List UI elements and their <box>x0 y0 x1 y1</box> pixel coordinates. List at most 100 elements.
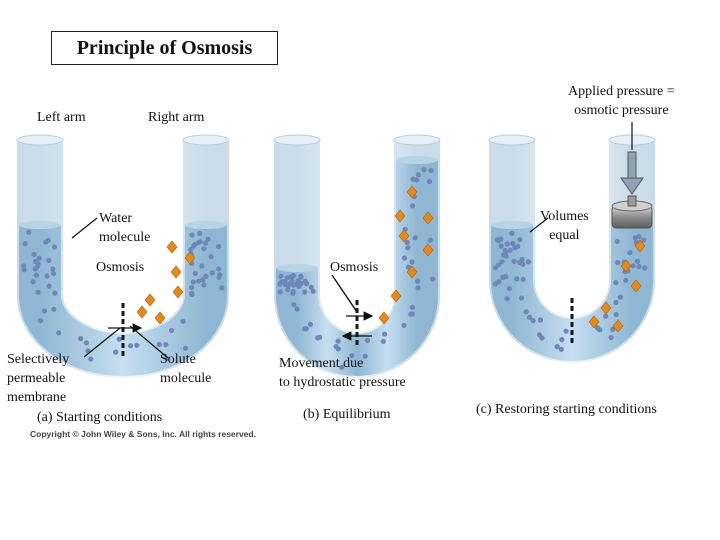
caption-b: (b) Equilibrium <box>303 407 391 422</box>
water-molecule <box>421 167 427 173</box>
water-molecule <box>192 270 198 276</box>
solute-molecule <box>144 293 156 307</box>
tube-c <box>488 134 656 363</box>
water-molecule <box>56 330 62 336</box>
water-molecule <box>499 259 505 265</box>
water-molecule <box>189 232 195 238</box>
water-molecule <box>520 261 526 267</box>
water-molecule <box>304 281 310 287</box>
water-molecule <box>509 230 515 236</box>
water-molecule <box>201 282 207 288</box>
solute-molecule <box>630 279 642 293</box>
water-molecule <box>52 290 58 296</box>
water-molecule <box>200 277 206 283</box>
water-molecule <box>36 255 42 261</box>
solute-molecule <box>378 311 390 325</box>
water-molecule <box>182 345 189 351</box>
water-molecule <box>608 335 614 341</box>
water-molecule <box>208 254 214 260</box>
leader-lines <box>71 122 633 359</box>
water-molecule <box>83 340 89 346</box>
solute-molecule <box>588 315 600 329</box>
water-molecule <box>426 179 432 185</box>
tube-c-left-opening <box>488 134 536 146</box>
water-molecule <box>617 294 623 300</box>
caption-c: (c) Restoring starting conditions <box>476 402 657 417</box>
water-molecule <box>21 267 27 273</box>
water-molecule <box>510 240 516 247</box>
water-molecule <box>286 282 292 288</box>
caption-a: (a) Starting conditions <box>37 410 163 425</box>
water-molecule <box>523 309 529 315</box>
tube-a-left-opening <box>16 134 64 146</box>
water-molecule <box>316 334 323 340</box>
water-molecule <box>526 314 533 320</box>
solute-molecule <box>634 239 646 253</box>
solute-molecule <box>170 265 182 279</box>
water-molecule <box>88 356 94 362</box>
water-molecule <box>21 263 27 269</box>
water-molecule <box>192 242 198 248</box>
water-molecule <box>335 338 341 344</box>
water-molecule <box>496 262 502 268</box>
tube-a-right-meniscus <box>185 221 227 229</box>
water-molecule <box>504 241 510 247</box>
solute-molecule <box>600 301 612 315</box>
water-molecule <box>290 290 296 296</box>
water-molecule <box>380 338 386 344</box>
water-molecule <box>35 289 41 295</box>
water-molecule <box>511 258 517 264</box>
water-molecule <box>288 274 294 280</box>
solute-molecule <box>422 243 434 257</box>
leader-membrane <box>83 327 121 358</box>
water-molecule <box>209 270 215 276</box>
water-molecule <box>563 328 569 334</box>
water-molecule <box>412 235 418 241</box>
tube-b-left-meniscus <box>276 264 318 272</box>
water-molecule <box>630 263 636 269</box>
water-molecule <box>51 306 57 312</box>
water-molecule <box>410 203 416 209</box>
water-molecule <box>512 245 518 251</box>
water-molecule <box>537 332 543 338</box>
water-molecule <box>627 250 633 256</box>
solute-molecule <box>136 305 148 319</box>
solute-molecule <box>398 229 410 243</box>
solute-molecule <box>620 259 632 273</box>
water-molecule <box>554 344 560 350</box>
tube-b <box>273 134 441 378</box>
water-molecule <box>409 311 415 317</box>
water-molecule <box>415 278 421 284</box>
water-molecule <box>169 327 175 334</box>
water-molecule <box>409 304 415 310</box>
tube-b-left-opening <box>273 134 321 146</box>
solute-molecule <box>154 311 166 325</box>
water-molecule <box>623 277 629 283</box>
water-molecule <box>216 243 222 250</box>
leader-osmosis-b <box>331 274 358 313</box>
water-molecule <box>401 322 407 328</box>
label-volumes-equal: Volumes equal <box>540 209 589 243</box>
solute-molecule <box>406 185 418 199</box>
water-molecule <box>520 276 526 282</box>
water-molecule <box>615 259 621 266</box>
water-molecule <box>492 281 498 287</box>
tube-a <box>16 134 230 378</box>
water-molecule <box>504 296 510 302</box>
copyright-notice: Copyright © John Wiley & Sons, Inc. All … <box>30 429 256 439</box>
water-molecule <box>641 237 647 243</box>
water-molecule <box>51 271 57 277</box>
water-molecule <box>277 289 283 295</box>
solute-molecule <box>406 265 418 279</box>
water-molecule <box>595 325 601 331</box>
solute-molecule <box>172 285 184 299</box>
water-molecule <box>134 342 140 348</box>
water-molecule <box>163 342 169 348</box>
water-molecule <box>610 326 616 332</box>
solute-molecule <box>394 209 406 223</box>
tube-c-left-meniscus <box>491 221 533 229</box>
water-molecule <box>291 302 297 308</box>
water-molecule <box>46 283 52 289</box>
water-molecule <box>362 353 368 359</box>
